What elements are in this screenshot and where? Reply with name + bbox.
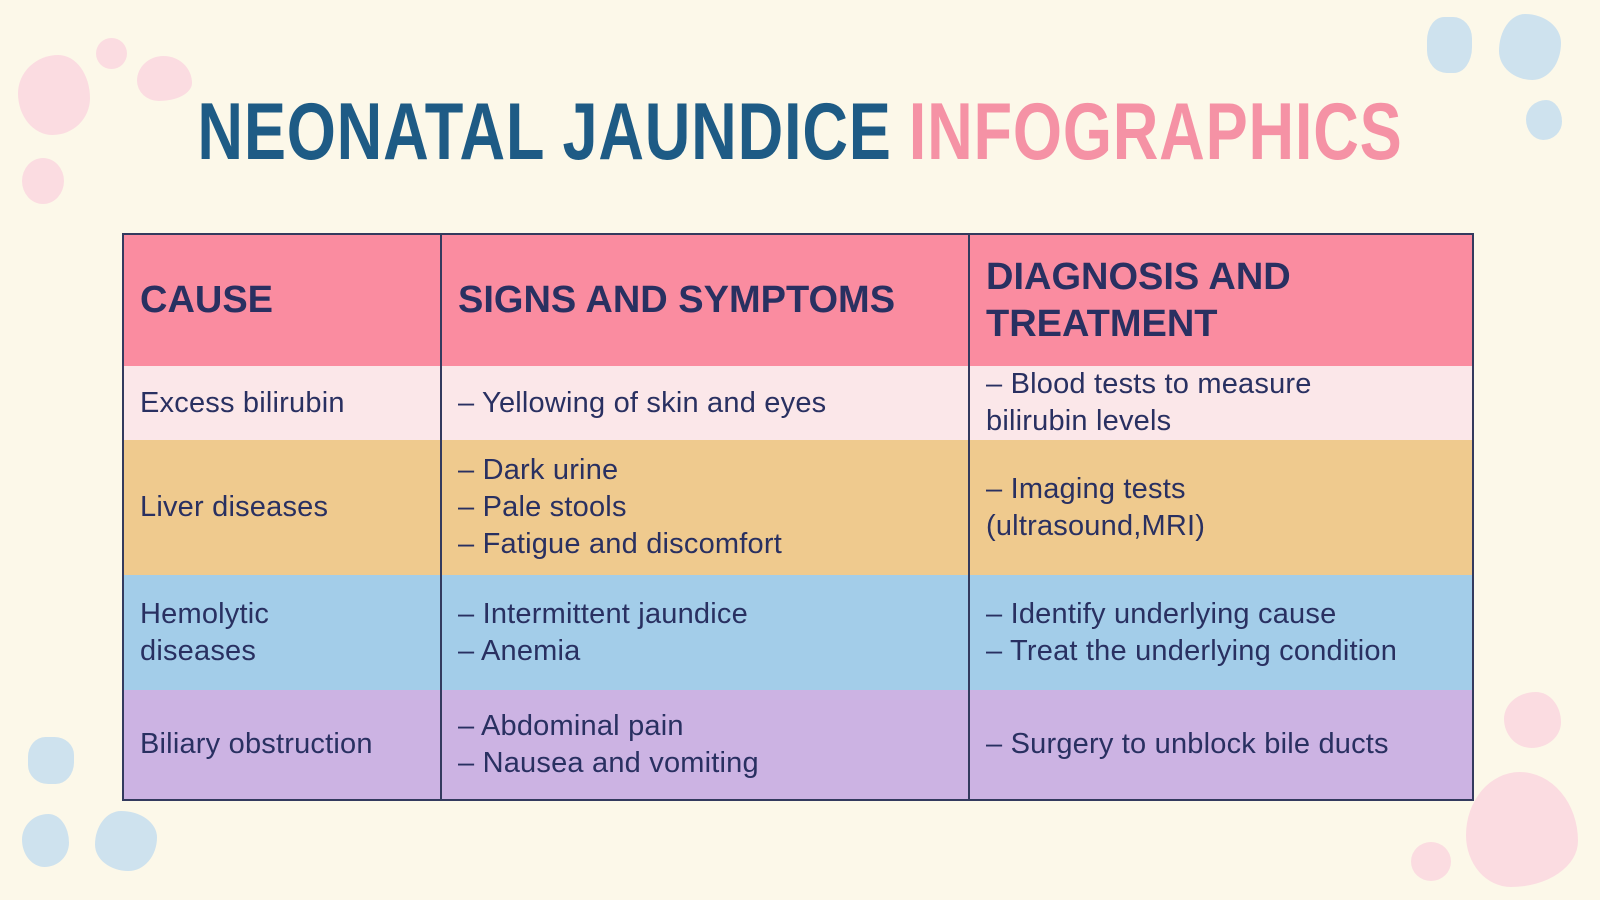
diagnosis-cell: – Surgery to unblock bile ducts	[968, 690, 1472, 799]
diagnosis-item: – Treat the underlying condition	[986, 634, 1398, 667]
diagnosis-item: – Blood tests to measure bilirubin level…	[986, 368, 1312, 437]
symptoms-cell: – Dark urine – Pale stools– Fatigue and d…	[440, 440, 968, 575]
decor-blob	[1499, 14, 1561, 80]
table-header-row: CAUSE SIGNS AND SYMPTOMS DIAGNOSIS AND T…	[124, 235, 1472, 366]
cause-cell: Biliary obstruction	[140, 728, 373, 761]
decor-blob	[1526, 100, 1562, 140]
symptoms-item: – Pale stools	[458, 491, 627, 524]
diagnosis-cell: – Identify underlying cause – Treat the u…	[968, 575, 1472, 690]
header-cell-symptoms: SIGNS AND SYMPTOMS	[440, 235, 968, 366]
symptoms-item: – Anemia	[458, 634, 581, 667]
symptoms-item: – Fatigue and discomfort	[458, 527, 782, 560]
header-cell-cause: CAUSE	[140, 279, 274, 322]
diagnosis-cell: – Blood tests to measure bilirubin level…	[968, 366, 1472, 440]
cause-cell: Hemolytic diseases	[140, 597, 270, 667]
diagnosis-item: – Identify underlying cause	[986, 597, 1337, 630]
symptoms-cell: – Intermittent jaundice – Anemia	[440, 575, 968, 690]
diagnosis-item: – Surgery to unblock bile ducts	[986, 728, 1389, 761]
decor-blob	[95, 811, 157, 871]
decor-blob	[1466, 772, 1578, 887]
decor-blob	[1427, 17, 1472, 73]
decor-blob	[1504, 692, 1561, 748]
title-secondary: INFOGRAPHICS	[908, 87, 1403, 177]
symptoms-item: – Nausea and vomiting	[458, 746, 759, 779]
symptoms-item: – Yellowing of skin and eyes	[458, 386, 827, 419]
decor-blob	[96, 38, 127, 69]
symptoms-item: – Abdominal pain	[458, 709, 684, 742]
symptoms-cell: – Abdominal pain – Nausea and vomiting	[440, 690, 968, 799]
header-cell-diagnosis: DIAGNOSIS AND TREATMENT	[968, 235, 1472, 366]
page-title: NEONATAL JAUNDICE INFOGRAPHICS	[176, 92, 1424, 173]
diagnosis-cell: – Imaging tests (ultrasound,MRI)	[968, 440, 1472, 575]
symptoms-item: – Dark urine	[458, 454, 619, 487]
cause-cell: Liver diseases	[140, 491, 329, 524]
jaundice-table: CAUSE SIGNS AND SYMPTOMS DIAGNOSIS AND T…	[122, 233, 1474, 801]
symptoms-item: – Intermittent jaundice	[458, 597, 748, 630]
table-row: Biliary obstruction – Abdominal pain – Nau…	[124, 690, 1472, 799]
decor-blob	[28, 737, 74, 784]
table-row: Hemolytic diseases – Intermittent jaundic…	[124, 575, 1472, 690]
decor-blob	[22, 158, 64, 204]
symptoms-cell: – Yellowing of skin and eyes	[440, 366, 968, 440]
cause-cell: Excess bilirubin	[140, 386, 345, 419]
diagnosis-item: – Imaging tests (ultrasound,MRI)	[986, 472, 1206, 542]
decor-blob	[137, 56, 192, 101]
table-row: Liver diseases– Dark urine– Pale stools–…	[124, 440, 1472, 575]
title-primary: NEONATAL JAUNDICE	[197, 87, 892, 177]
decor-blob	[22, 814, 69, 867]
decor-blob	[1411, 842, 1451, 881]
table-row: Excess bilirubin – Yellowing of skin and …	[124, 366, 1472, 440]
decor-blob	[18, 55, 90, 135]
